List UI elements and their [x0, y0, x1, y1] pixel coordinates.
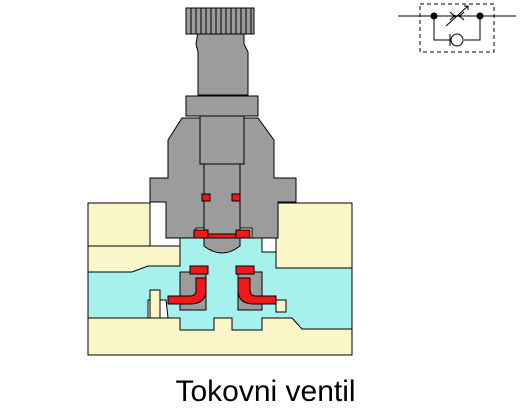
valve-housing [87, 202, 353, 356]
throttle-check-valve-symbol [398, 3, 516, 53]
knurled-adjustment-knob-icon [185, 7, 255, 35]
diagram-caption: Tokovni ventil [175, 375, 356, 408]
valve-bonnet [149, 31, 297, 254]
inner-passage-walls [149, 289, 287, 319]
seals [167, 193, 277, 305]
